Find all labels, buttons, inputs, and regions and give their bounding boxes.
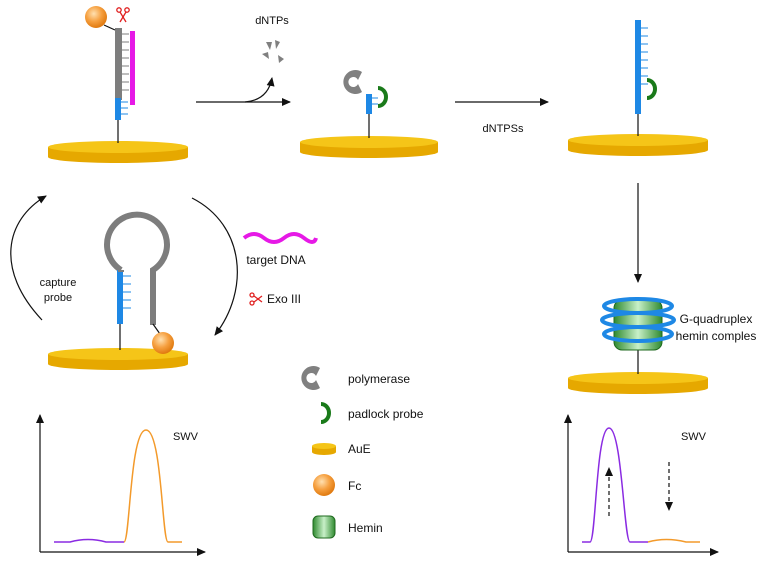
capture-probe-strand xyxy=(115,28,122,100)
exo-scissors-icon xyxy=(249,292,263,306)
aue-electrode xyxy=(568,372,708,394)
legend-aue-icon xyxy=(312,443,336,455)
aue-electrode xyxy=(48,348,188,370)
gq-label-line2: hemin comples xyxy=(676,329,757,343)
target-dna-icon xyxy=(242,232,318,244)
aue-electrode xyxy=(300,136,438,158)
legend: polymerase padlock probe AuE Fc Hemin xyxy=(301,366,424,539)
polymerase-icon xyxy=(343,70,362,94)
gquadruplex-helix xyxy=(600,297,676,343)
legend-label-1: padlock probe xyxy=(348,407,424,421)
target-dna-strand xyxy=(130,31,135,105)
fc-ferrocene-icon xyxy=(85,6,107,28)
legend-padlock-probe-icon xyxy=(320,402,331,424)
dntpss-label: dNTPSs xyxy=(483,123,524,135)
legend-polymerase-icon xyxy=(301,366,320,391)
panel-capture-hybrid xyxy=(48,6,188,163)
panel-gquadruplex xyxy=(568,297,708,394)
swv-chart-right: SWV xyxy=(564,414,719,556)
cycle-arrow-down xyxy=(191,197,238,336)
aue-electrode xyxy=(568,134,708,156)
cycle-arrow-up xyxy=(10,195,47,321)
panel-hairpin xyxy=(48,211,188,370)
legend-label-3: Fc xyxy=(348,479,361,493)
dntps-icon xyxy=(262,40,284,63)
panel-polymerase-padlock xyxy=(300,70,438,158)
swv-right-label: SWV xyxy=(681,431,707,443)
swv-left-label: SWV xyxy=(173,431,199,443)
legend-label-0: polymerase xyxy=(348,372,410,386)
legend-fc-icon xyxy=(313,474,335,496)
capture-probe-line2: probe xyxy=(44,292,72,304)
dntps-label: dNTPs xyxy=(255,15,289,27)
blue-stem xyxy=(115,98,121,120)
gq-label-line1: G-quadruplex xyxy=(680,312,753,326)
aue-electrode xyxy=(48,141,188,163)
arrow-step1 xyxy=(196,77,291,106)
legend-label-4: Hemin xyxy=(348,521,383,535)
scissors-icon xyxy=(116,7,130,23)
panel-rca-product xyxy=(568,20,708,156)
padlock-probe-icon xyxy=(646,78,657,100)
hairpin-loop xyxy=(104,211,170,325)
padlock-probe-icon xyxy=(377,86,388,108)
legend-hemin-icon xyxy=(312,515,336,539)
capture-probe-line1: capture xyxy=(40,277,77,289)
exo-iii-label: Exo III xyxy=(267,292,301,306)
swv-chart-left: SWV xyxy=(36,414,206,556)
target-dna-label: target DNA xyxy=(246,253,305,267)
fc-ferrocene-icon xyxy=(152,332,174,354)
legend-label-2: AuE xyxy=(348,442,371,456)
